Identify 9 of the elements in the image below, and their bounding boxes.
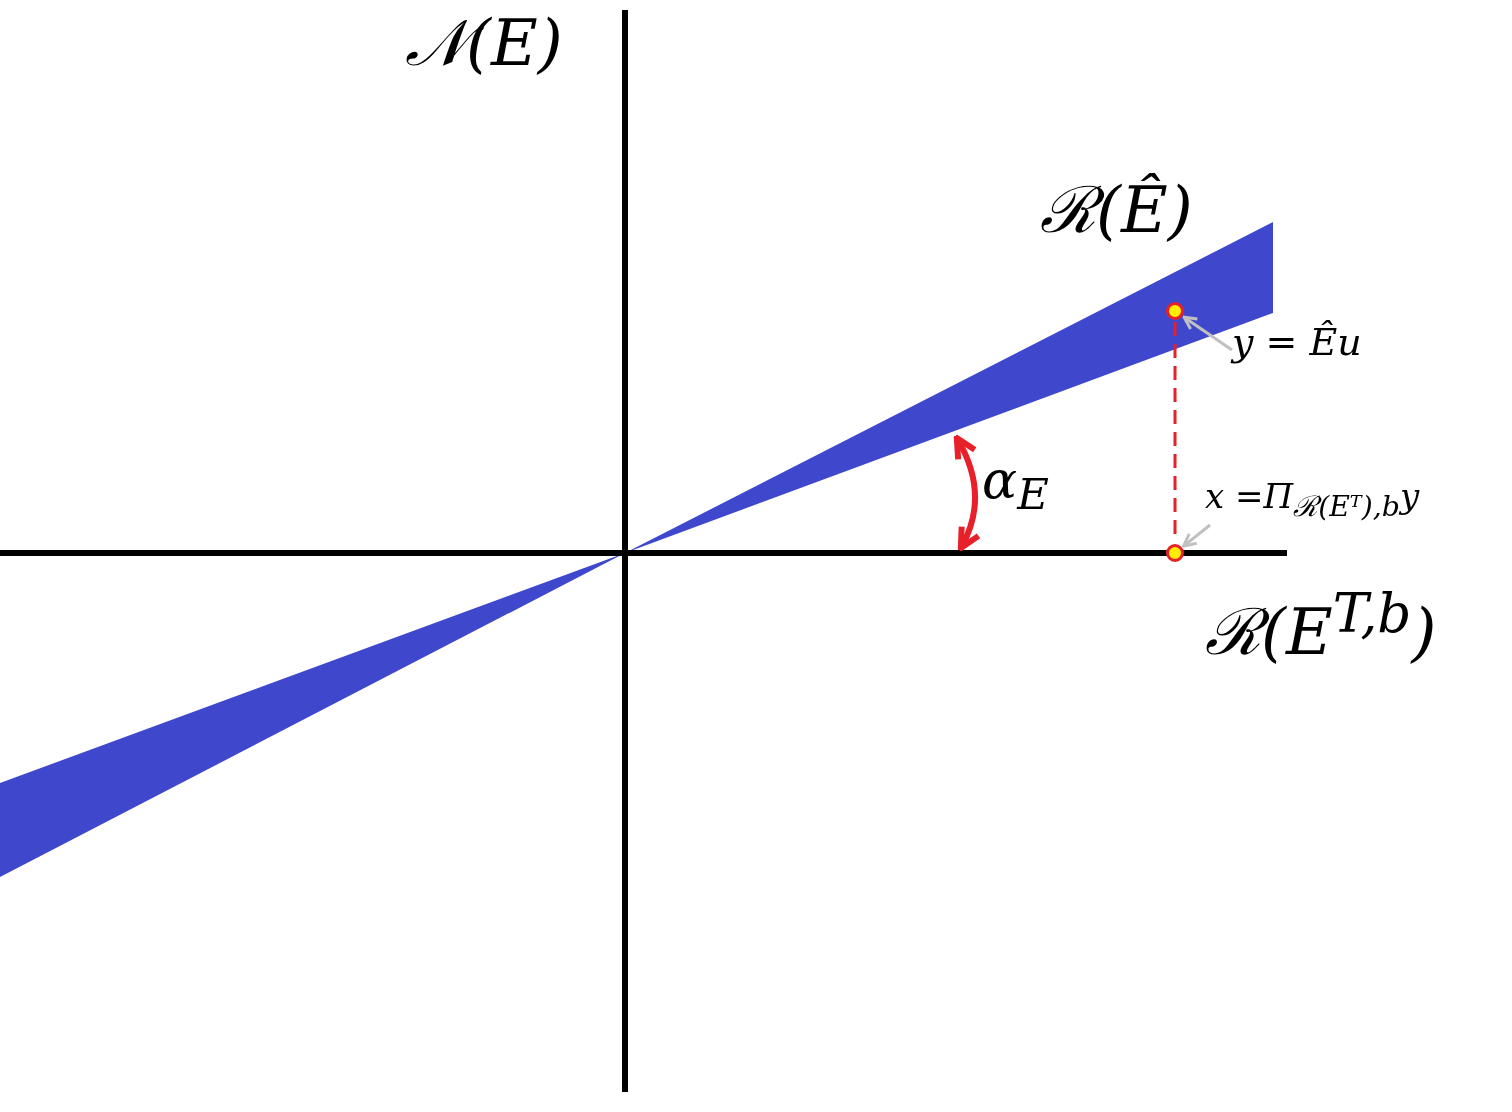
axis-label: 𝒩(E) [405,8,563,79]
subspace-label: ℛ(Ê) [1040,175,1193,246]
point-marker [1166,544,1184,562]
math-label: y = Êu [1232,322,1362,364]
leader-line [1182,523,1211,548]
axis-label: ℛ(E$^{T,b}$) [1205,585,1437,668]
angle-label: α$_{E}$ [982,452,1049,520]
math-label: x =Π$_{ℛ(Eᵀ),b}$y [1205,478,1420,522]
leader-line [1182,315,1233,352]
